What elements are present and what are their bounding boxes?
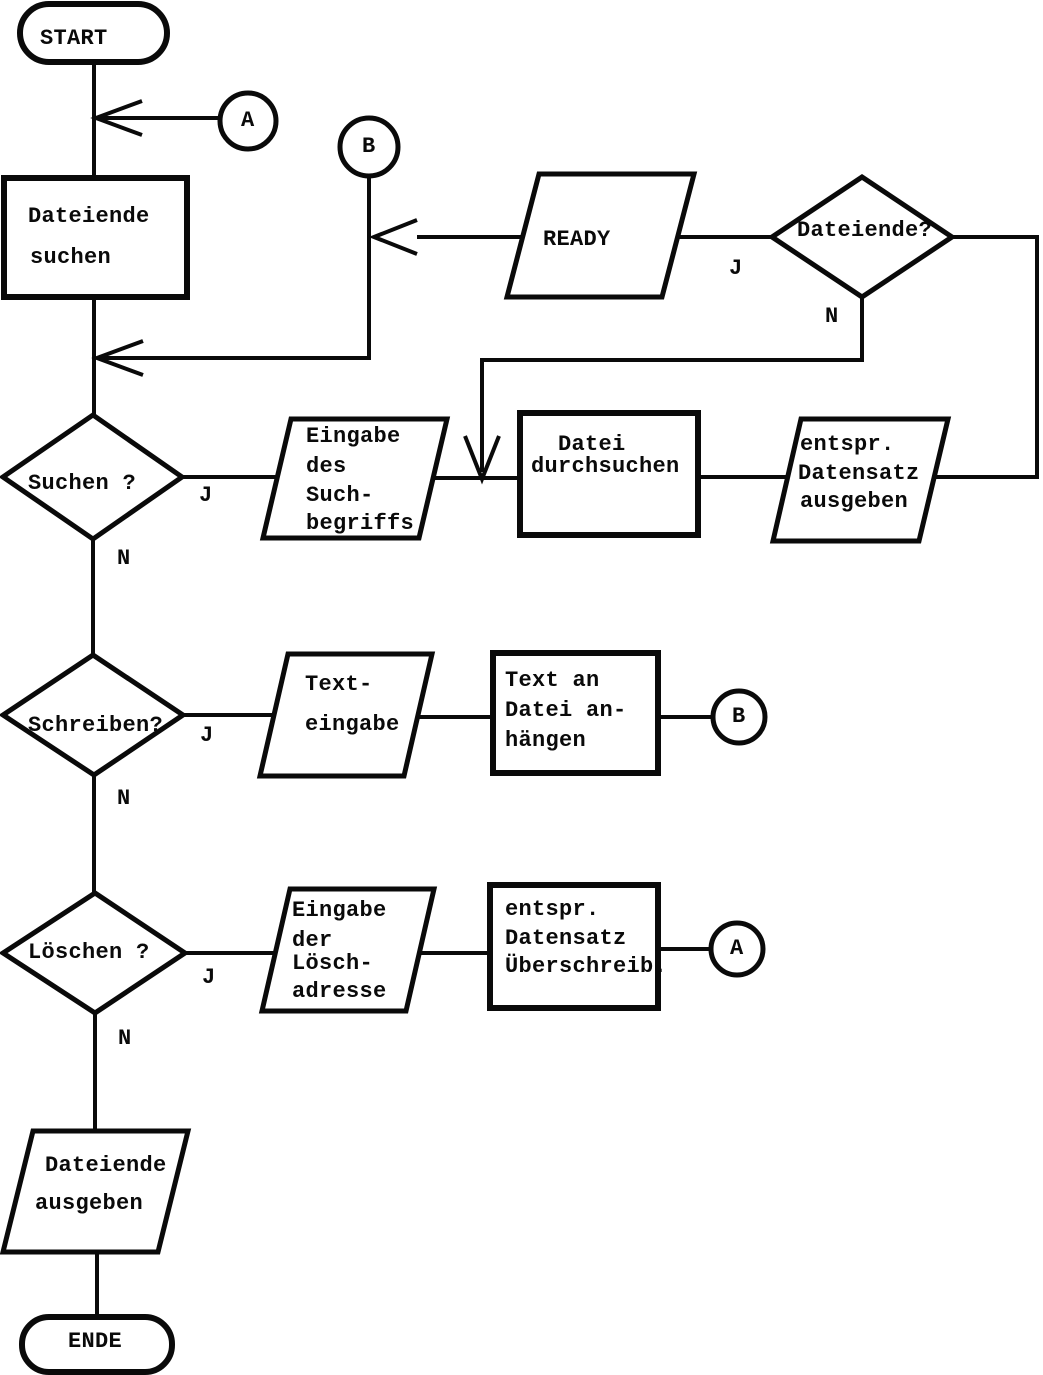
connector-a-top-label: A (241, 108, 255, 133)
text-anhaengen-line-3: hängen (505, 728, 587, 753)
datei-durchsuchen-line-2: durchsuchen (531, 454, 680, 479)
dateiende-suchen-line-1: Dateiende (28, 204, 150, 229)
edge-dateiende-n-branch (480, 297, 864, 472)
datensatz-ausgeben-io-shape (769, 416, 952, 544)
schreiben-j-label: J (200, 723, 214, 748)
schreiben-decision-label: Schreiben? (28, 713, 164, 738)
connector-b-top-label: B (362, 134, 376, 159)
edge-ausgeben-loop-to-dateiende (936, 235, 1039, 479)
loeschen-n-label: N (118, 1026, 132, 1051)
text-anhaengen-line-2: Datei an- (505, 698, 627, 723)
datensatz-ausgeben-line-1: entspr. (800, 432, 895, 457)
dateiende-ausgeben-line-1: Dateiende (45, 1153, 167, 1178)
eingabe-loeschadresse-line-1: Eingabe (292, 898, 387, 923)
datensatz-ausgeben-line-2: Datensatz (798, 461, 920, 486)
arrowhead-ready-merge (368, 218, 418, 256)
connector-a-mid-shape (708, 920, 766, 978)
schreiben-n-label: N (117, 786, 131, 811)
texteingabe-line-1: Text- (305, 672, 373, 697)
dateiende-n-label: N (825, 304, 839, 329)
loeschen-decision-label: Löschen ? (28, 940, 150, 965)
dateiende-ausgeben-io-shape (0, 1128, 192, 1255)
suchen-decision-shape (0, 411, 187, 543)
eingabe-suchbegriff-line-4: begriffs (306, 511, 415, 536)
datei-durchsuchen-process-shape (517, 410, 701, 538)
connector-b-top-shape (337, 115, 401, 179)
dateiende-suchen-process-shape (1, 175, 190, 300)
connector-a-mid-label: A (730, 936, 744, 961)
start-label: START (40, 26, 108, 51)
texteingabe-io-shape (256, 651, 436, 779)
datensatz-ueberschreiben-line-3: Überschreib. (505, 954, 668, 979)
eingabe-loeschadresse-line-4: adresse (292, 979, 387, 1004)
eingabe-suchbegriff-line-1: Eingabe (306, 424, 401, 449)
connector-b-mid-shape (710, 688, 768, 746)
dateiende-decision-shape (767, 173, 957, 301)
suchen-j-label: J (199, 483, 213, 508)
eingabe-loeschadresse-io-shape (258, 886, 438, 1014)
eingabe-suchbegriff-line-3: Such- (306, 483, 374, 508)
loeschen-j-label: J (202, 965, 216, 990)
schreiben-decision-shape (0, 651, 188, 779)
suchen-decision-label: Suchen ? (28, 471, 137, 496)
dateiende-j-label: J (729, 256, 743, 281)
arrowhead-n-merge (463, 435, 501, 485)
datensatz-ueberschreiben-process-shape (487, 882, 661, 1011)
eingabe-suchbegriff-line-2: des (306, 454, 347, 479)
suchen-n-label: N (117, 546, 131, 571)
ready-io-shape (503, 171, 698, 300)
connector-b-mid-label: B (732, 704, 746, 729)
arrowhead-b-merge (91, 339, 144, 377)
loeschen-decision-shape (0, 890, 190, 1016)
eingabe-suchbegriff-io-shape (259, 416, 451, 541)
start-terminator-shape (17, 1, 170, 65)
ende-label: ENDE (68, 1329, 123, 1354)
eingabe-loeschadresse-line-2: der (292, 928, 333, 953)
edge-connector-b-merge (100, 176, 371, 360)
datei-durchsuchen-line-1: Datei (558, 432, 626, 457)
connector-a-top-shape (217, 90, 279, 152)
text-anhaengen-line-1: Text an (505, 668, 600, 693)
datensatz-ausgeben-line-3: ausgeben (800, 489, 909, 514)
dateiende-decision-label: Dateiende? (797, 218, 933, 243)
arrowhead-a-merge (90, 99, 143, 137)
datensatz-ueberschreiben-line-2: Datensatz (505, 926, 627, 951)
datensatz-ueberschreiben-line-1: entspr. (505, 897, 600, 922)
dateiende-ausgeben-line-2: ausgeben (35, 1191, 144, 1216)
ready-label: READY (543, 227, 611, 252)
texteingabe-line-2: eingabe (305, 712, 400, 737)
dateiende-suchen-line-2: suchen (30, 245, 112, 270)
text-anhaengen-process-shape (490, 650, 661, 776)
eingabe-loeschadresse-line-3: Lösch- (292, 951, 374, 976)
ende-terminator-shape (19, 1314, 175, 1375)
